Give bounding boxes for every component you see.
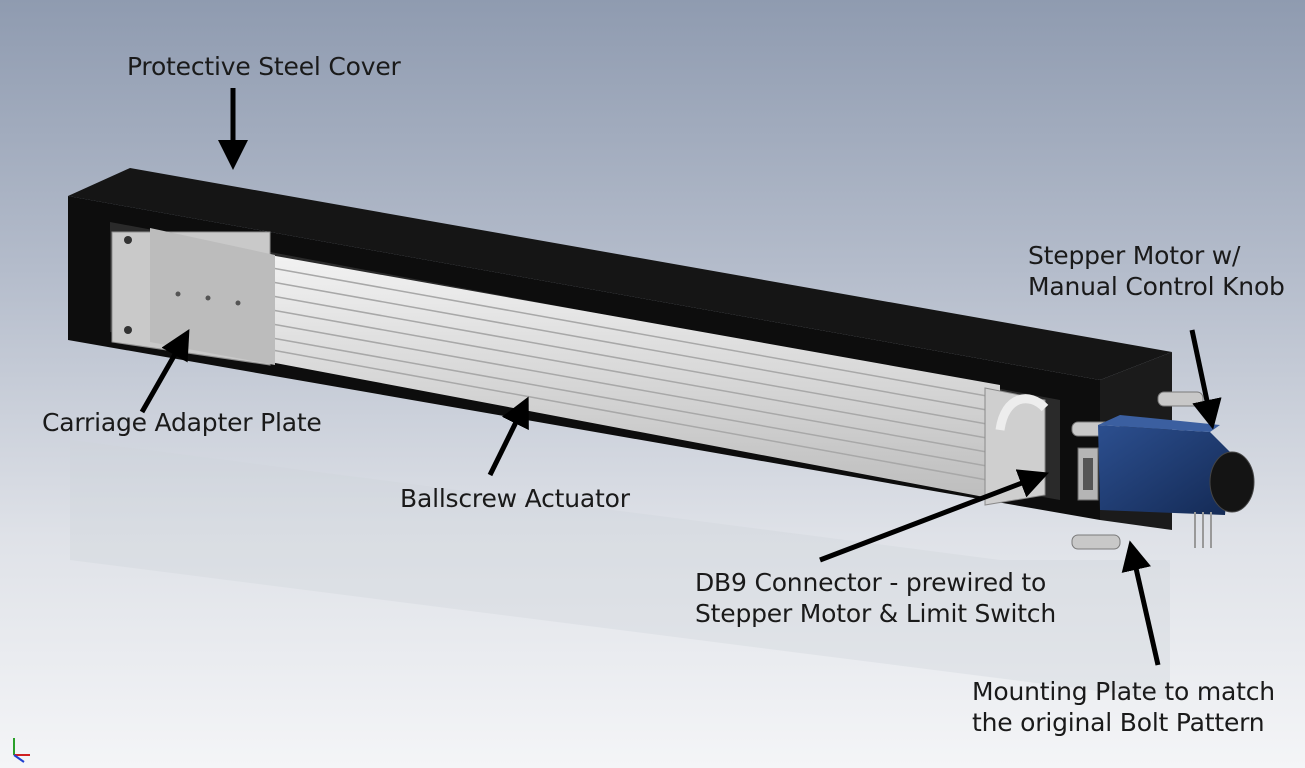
- label-line: Stepper Motor w/: [1028, 241, 1241, 270]
- arrow-db9: [819, 469, 1050, 563]
- label-line: DB9 Connector - prewired to: [695, 568, 1047, 597]
- cover-top-face: [68, 168, 1172, 380]
- label-carriage-adapter-plate: Carriage Adapter Plate: [42, 407, 322, 438]
- label-line: Stepper Motor & Limit Switch: [695, 599, 1057, 628]
- label-line: Carriage Adapter Plate: [42, 408, 322, 437]
- label-line: Manual Control Knob: [1028, 272, 1285, 301]
- arrow-mount: [1121, 540, 1161, 666]
- db9-connector: [1077, 447, 1099, 501]
- actuator-rail: [270, 255, 1000, 500]
- arrow-carriage: [139, 328, 190, 414]
- label-line: Ballscrew Actuator: [400, 484, 630, 513]
- stepper-motor: [1098, 415, 1255, 548]
- carriage-adapter-plate: [111, 228, 275, 366]
- label-line: Protective Steel Cover: [127, 52, 401, 81]
- label-line: Mounting Plate to match: [972, 677, 1275, 706]
- arrow-ballscrew: [487, 396, 529, 477]
- label-line: the original Bolt Pattern: [972, 708, 1265, 737]
- label-stepper-motor: Stepper Motor w/ Manual Control Knob: [1028, 240, 1285, 302]
- callout-arrows: [139, 88, 1222, 666]
- axis-triad-icon: [13, 738, 30, 763]
- floor-reflection: [70, 440, 1170, 700]
- manual-control-knob: [1209, 451, 1255, 513]
- label-protective-steel-cover: Protective Steel Cover: [127, 51, 401, 82]
- label-db9-connector: DB9 Connector - prewired to Stepper Moto…: [695, 567, 1056, 629]
- label-mounting-plate: Mounting Plate to match the original Bol…: [972, 676, 1275, 738]
- arrow-motor: [1189, 329, 1222, 430]
- limit-switch-cable: [995, 394, 1049, 431]
- label-ballscrew-actuator: Ballscrew Actuator: [400, 483, 630, 514]
